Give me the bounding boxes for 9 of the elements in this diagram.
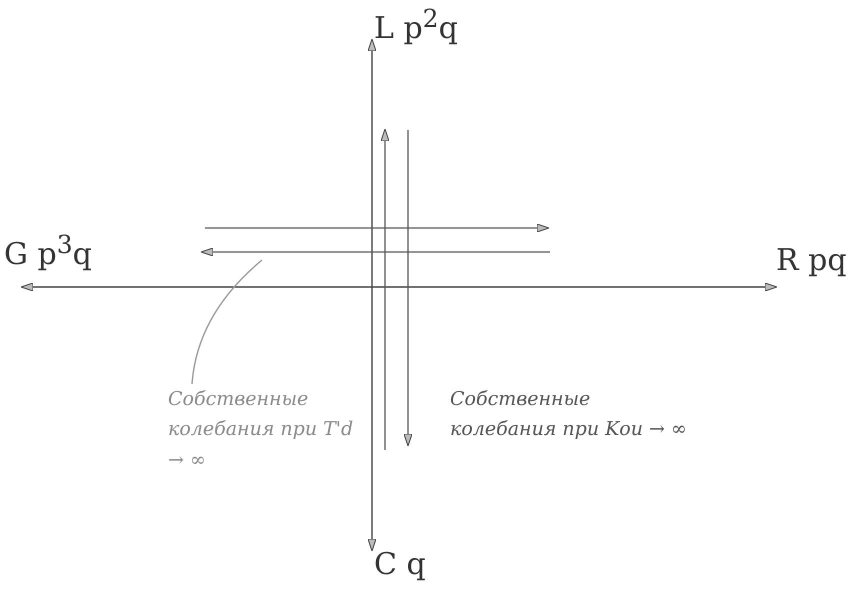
axis-arrow xyxy=(20,282,778,292)
annotation-text: Собственные колебания при Kои → ∞ xyxy=(450,387,688,442)
leader-line xyxy=(191,259,262,384)
axis-label: G p$^{3}$q xyxy=(4,232,93,270)
axis-label: R pq xyxy=(776,246,848,276)
axis-label: L p$^{2}$q xyxy=(374,6,459,44)
axis-label: C q xyxy=(374,550,427,580)
axis-arrow xyxy=(368,38,376,552)
annotation-text: Собственные колебания при T'd → ∞ xyxy=(168,387,354,473)
